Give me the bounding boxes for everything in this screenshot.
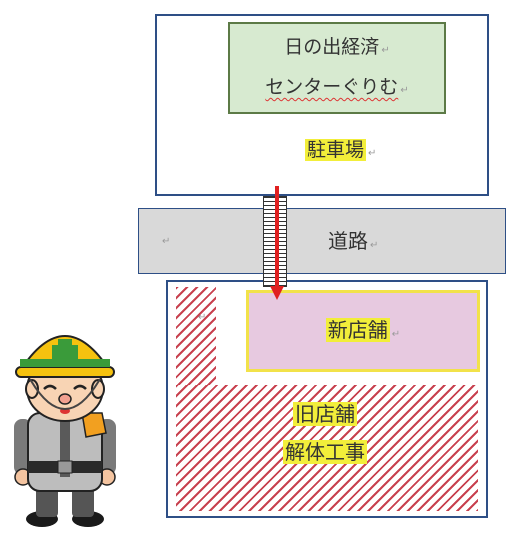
road — [138, 208, 506, 274]
parking-label: 駐車場↵ — [305, 139, 377, 161]
parking-text: 駐車場 — [305, 139, 367, 161]
construction-worker-icon — [14, 335, 116, 527]
arrow-icon — [270, 186, 284, 300]
economic-center-box: 日の出経済↵ センターぐりむ↵ — [228, 22, 446, 114]
center-name-line1: 日の出経済 — [284, 36, 380, 58]
old-store-label: 旧店舗 解体工事 — [265, 400, 385, 466]
hatch-return-mark: ↵ — [198, 312, 207, 323]
old-store-line2: 解体工事 — [283, 440, 367, 464]
old-store-hatch-left — [176, 287, 216, 387]
road-return-mark: ↵ — [162, 236, 171, 247]
new-store-text: 新店舗 — [325, 318, 390, 342]
old-store-line1: 旧店舗 — [293, 402, 357, 426]
new-store-box: 新店舗↵ — [246, 290, 480, 372]
center-name-line2: センターぐりむ — [265, 76, 399, 98]
road-label: 道路↵ — [328, 229, 379, 253]
road-text: 道路 — [328, 229, 368, 253]
